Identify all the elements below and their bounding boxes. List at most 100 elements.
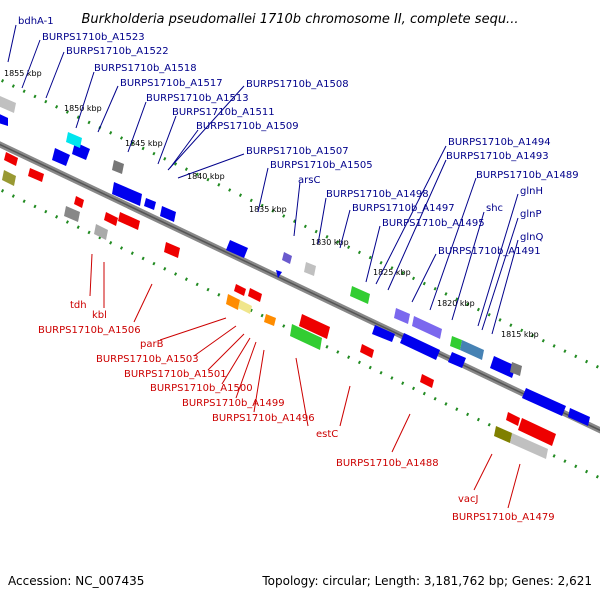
gene-arrow xyxy=(360,344,374,358)
gene-label: kbl xyxy=(92,310,107,321)
gene-label: BURPS1710b_A1479 xyxy=(452,512,555,523)
gene-arrow xyxy=(118,212,140,230)
map-title: Burkholderia pseudomallei 1710b chromoso… xyxy=(82,12,519,27)
tick-label: 1835 kbp xyxy=(249,205,287,214)
gene-arrow xyxy=(74,196,84,208)
gene-arrow xyxy=(568,408,590,426)
gene-block xyxy=(290,324,322,350)
gene-label: BURPS1710b_A1501 xyxy=(124,369,227,380)
accession-text: Accession: NC_007435 xyxy=(8,574,144,588)
gene-label: BURPS1710b_A1498 xyxy=(326,189,429,200)
gene-block xyxy=(64,206,80,222)
gene-arrow xyxy=(4,152,18,166)
gene-label: BURPS1710b_A1494 xyxy=(448,137,551,148)
gene-label: glnH xyxy=(520,186,543,197)
gene-block xyxy=(282,252,292,264)
gene-label: glnQ xyxy=(520,232,543,243)
gene-label: BURPS1710b_A1503 xyxy=(96,354,199,365)
gene-label: BURPS1710b_A1509 xyxy=(196,121,299,132)
tick-label: 1845 kbp xyxy=(125,139,163,148)
gene-block xyxy=(350,286,370,304)
gene-label: BURPS1710b_A1491 xyxy=(438,246,541,257)
gene-arrow xyxy=(372,325,395,342)
topology-text: Topology: circular; Length: 3,181,762 bp… xyxy=(261,574,592,588)
gene-block xyxy=(2,170,16,186)
gene-label: BURPS1710b_A1505 xyxy=(270,160,373,171)
scale-ticks: 1855 kbp 1850 kbp 1845 kbp 1840 kbp 1835… xyxy=(4,69,539,339)
gene-label: BURPS1710b_A1496 xyxy=(212,413,315,424)
tick-label: 1825 kbp xyxy=(373,268,411,277)
gene-arrow xyxy=(52,148,70,166)
gene-label: BURPS1710b_A1523 xyxy=(42,32,145,43)
gene-label: BURPS1710b_A1518 xyxy=(94,63,197,74)
tick-label: 1830 kbp xyxy=(311,238,349,247)
gene-arrow xyxy=(448,352,466,368)
gene-arrow xyxy=(522,388,566,416)
gene-block xyxy=(112,160,124,174)
gene-block xyxy=(264,314,276,326)
gene-arrow xyxy=(276,270,282,278)
gene-label: BURPS1710b_A1517 xyxy=(120,78,223,89)
gene-label: BURPS1710b_A1522 xyxy=(66,46,169,57)
gene-block xyxy=(412,316,442,339)
gene-label: BURPS1710b_A1508 xyxy=(246,79,349,90)
gene-label: BURPS1710b_A1495 xyxy=(382,218,485,229)
gene-label: BURPS1710b_A1507 xyxy=(246,146,349,157)
gene-block xyxy=(510,433,548,459)
gene-block xyxy=(460,340,484,360)
gene-label: shc xyxy=(486,203,503,214)
gene-block xyxy=(510,362,522,376)
gene-arrow xyxy=(248,288,262,302)
gene-label: BURPS1710b_A1500 xyxy=(150,383,253,394)
gene-block xyxy=(66,132,82,148)
forward-genes xyxy=(0,114,590,426)
gene-arrow xyxy=(234,284,246,296)
gene-arrow xyxy=(164,242,180,258)
gene-label: BURPS1710b_A1489 xyxy=(476,170,579,181)
tick-label: 1815 kbp xyxy=(501,330,539,339)
gene-arrow xyxy=(160,206,176,222)
gene-arrow xyxy=(299,314,330,339)
gene-arrow xyxy=(226,240,248,258)
gene-label: BURPS1710b_A1506 xyxy=(38,325,141,336)
gene-arrow xyxy=(144,198,156,210)
gene-arrow xyxy=(518,418,556,446)
gene-label: glnP xyxy=(520,209,542,220)
gene-block xyxy=(450,336,462,350)
gene-block xyxy=(0,96,16,113)
gene-arrow xyxy=(490,356,516,378)
gene-label: BURPS1710b_A1493 xyxy=(446,151,549,162)
gene-label: parB xyxy=(140,339,164,350)
bottom-leader-lines xyxy=(89,253,521,509)
gene-arrow xyxy=(104,212,118,226)
gene-block xyxy=(226,294,240,310)
gene-block xyxy=(494,426,512,443)
gene-blocks xyxy=(0,96,548,459)
gene-label: BURPS1710b_A1511 xyxy=(172,107,275,118)
gene-label: BURPS1710b_A1513 xyxy=(146,93,249,104)
bottom-gene-labels: tdh kbl BURPS1710b_A1506 parB BURPS1710b… xyxy=(38,300,555,523)
top-leader-lines xyxy=(7,24,519,335)
tick-label: 1840 kbp xyxy=(187,172,225,181)
gene-label: BURPS1710b_A1488 xyxy=(336,458,439,469)
gene-label: bdhA-1 xyxy=(18,16,54,27)
tick-label: 1820 kbp xyxy=(437,299,475,308)
gene-label: BURPS1710b_A1497 xyxy=(352,203,455,214)
top-gene-labels: bdhA-1 BURPS1710b_A1523 BURPS1710b_A1522… xyxy=(18,16,579,257)
gene-label: vacJ xyxy=(458,494,479,505)
gene-block xyxy=(238,300,252,314)
gene-label: BURPS1710b_A1499 xyxy=(182,398,285,409)
gene-arrow xyxy=(112,182,142,206)
gene-arrow xyxy=(400,333,440,360)
gene-block xyxy=(394,308,410,324)
reverse-genes xyxy=(4,152,556,446)
tick-label: 1850 kbp xyxy=(64,104,102,113)
chromosome-backbone-edge xyxy=(0,143,600,432)
gene-block xyxy=(304,262,316,276)
gene-label: tdh xyxy=(70,300,87,311)
gene-block xyxy=(94,224,108,240)
gene-label: estC xyxy=(316,429,338,440)
gene-arrow xyxy=(420,374,434,388)
tick-label: 1855 kbp xyxy=(4,69,42,78)
